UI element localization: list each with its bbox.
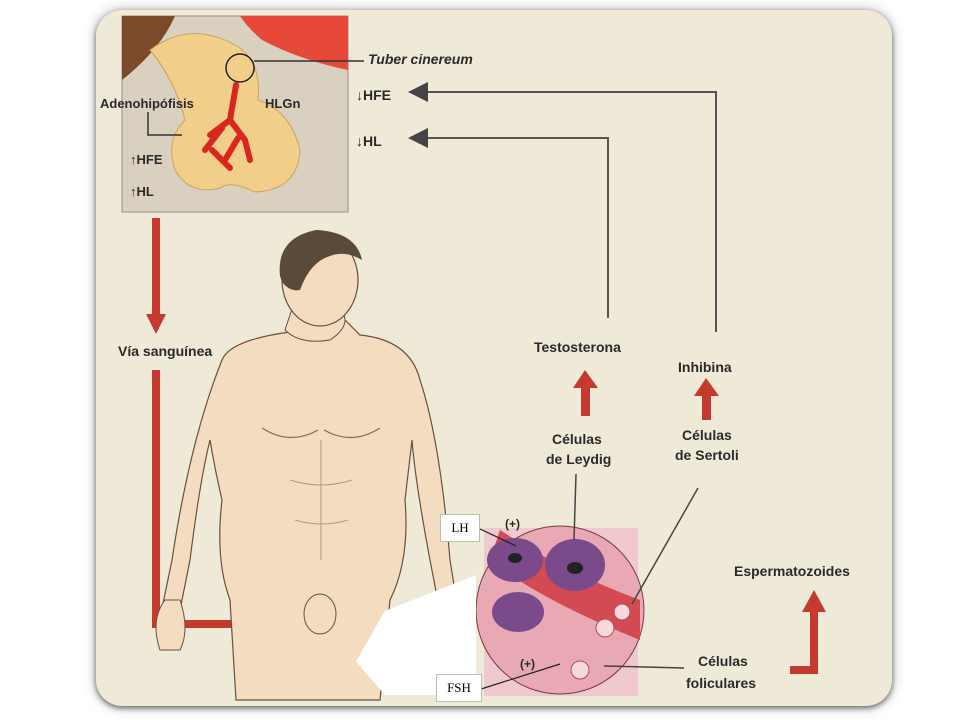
via-sanguinea-label: Vía sanguínea <box>118 343 212 359</box>
espermatozoides-label: Espermatozoides <box>734 563 850 579</box>
inhibina-up-arrow <box>694 378 719 420</box>
human-figure <box>155 230 459 701</box>
blood-arrow-down-head <box>146 314 166 334</box>
hfe-left-label: ↑HFE <box>130 152 163 167</box>
leydig-label-line1: Células <box>552 431 602 447</box>
hfe-right-label: ↓HFE <box>356 87 391 103</box>
inhibina-feedback-arrow <box>408 82 717 332</box>
diagram-canvas: Tuber cinereum Adenohipófisis HLGn ↑HFE … <box>100 15 850 701</box>
adenohipofisis-label: Adenohipófisis <box>100 96 194 111</box>
espermatozoides-arrow <box>790 590 826 674</box>
pituitary-inset <box>121 15 349 213</box>
hl-right-label: ↓HL <box>356 133 382 149</box>
blood-arrow-down-shaft <box>152 218 160 314</box>
hlgn-label: HLGn <box>265 96 300 111</box>
plus-bottom-label: (+) <box>520 657 535 671</box>
diagram-frame: Tuber cinereum Adenohipófisis HLGn ↑HFE … <box>96 10 892 706</box>
leydig-pointer-line <box>573 473 577 541</box>
testosterona-up-arrow <box>573 370 598 416</box>
lh-pointer-line <box>477 527 517 547</box>
testosterona-feedback-arrow <box>408 128 609 318</box>
plus-top-label: (+) <box>505 517 520 531</box>
sertoli-label-line2: de Sertoli <box>675 447 739 463</box>
testis-cross-section <box>475 525 645 696</box>
sertoli-label-line1: Células <box>682 427 732 443</box>
sertoli-pointer-line <box>631 487 699 605</box>
lh-label-box: LH <box>440 514 480 542</box>
foliculares-pointer-line <box>603 665 685 669</box>
hl-left-label: ↑HL <box>130 184 154 199</box>
adeno-pointer-line <box>147 112 182 136</box>
inhibina-label: Inhibina <box>678 359 732 375</box>
fsh-label-box: FSH <box>436 674 482 702</box>
fsh-pointer-line <box>477 663 561 691</box>
leydig-label-line2: de Leydig <box>546 451 611 467</box>
testosterona-label: Testosterona <box>534 339 621 355</box>
tuber-cinereum-label: Tuber cinereum <box>368 51 473 67</box>
foliculares-label-line2: foliculares <box>686 675 756 691</box>
foliculares-label-line1: Células <box>698 653 748 669</box>
